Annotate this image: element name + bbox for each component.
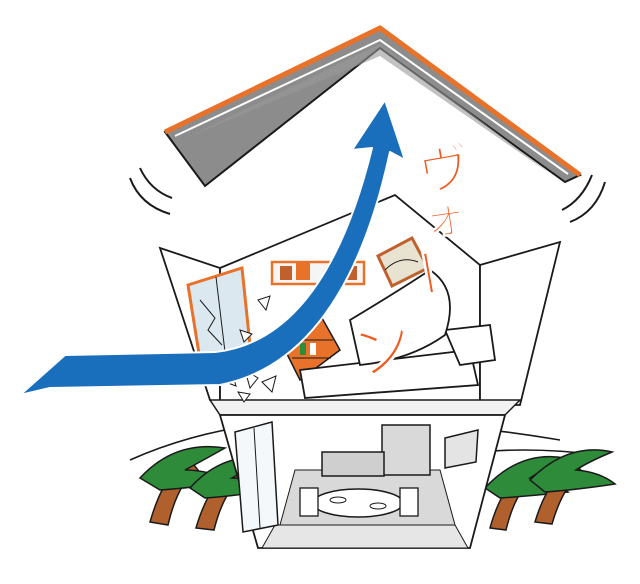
- sofa: [298, 268, 497, 399]
- roof-icon: [163, 25, 582, 188]
- tree-icon: [528, 449, 617, 525]
- kitchen-counter: [321, 424, 431, 477]
- wind-arrow-icon: [19, 99, 406, 396]
- glass-door: [234, 421, 279, 533]
- roof-vibration-lines: [129, 167, 606, 223]
- bookshelf: [284, 316, 341, 382]
- onomatopoeia-char-2: ォ: [419, 190, 471, 248]
- dining-table: [299, 487, 419, 518]
- window-lower: [444, 429, 479, 469]
- picture-frame: [376, 235, 431, 289]
